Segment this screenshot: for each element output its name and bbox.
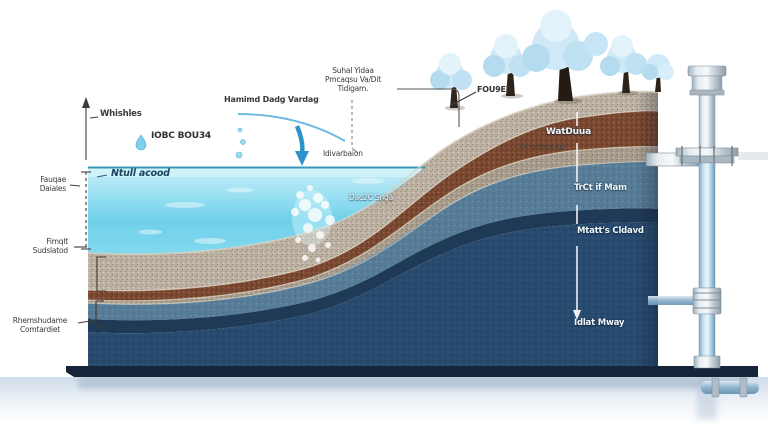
vegetation-label: FOU9ER	[477, 85, 512, 94]
recharge-code-label: IOBC BOU34	[151, 131, 211, 141]
layer-navy-label: Mtatt's Cldavd	[577, 226, 644, 236]
well-upper-pipe	[698, 94, 716, 149]
pipe-clamp	[711, 377, 720, 398]
coupling-rings	[693, 292, 721, 309]
well-lower-pipe	[698, 313, 716, 359]
well-mid-pipe	[698, 162, 716, 289]
seam-line	[87, 110, 659, 292]
water-ripples	[138, 178, 384, 244]
leader-dash	[351, 147, 359, 154]
annotation-lines	[69, 88, 477, 328]
seam-line	[87, 161, 659, 305]
layer-navy-dark-edge	[88, 208, 658, 334]
well-flange-lower	[679, 155, 735, 164]
depth-upper-label: Fauqae Daiales	[8, 175, 66, 193]
infiltration-label: Idivarbaion	[323, 149, 363, 158]
tree	[430, 53, 472, 111]
scale-arrow-head	[82, 97, 90, 108]
leader-dash	[89, 116, 99, 119]
well-flange-upper	[675, 147, 739, 157]
depth-upper-line2: Daiales	[39, 184, 66, 193]
layer-surface-gravel	[88, 91, 658, 291]
leader-dash	[96, 174, 108, 178]
leader-arrow-head	[89, 318, 94, 324]
flow-arrow	[237, 113, 346, 166]
layer-gravel-seam	[88, 146, 658, 305]
water-drop-icon	[135, 134, 147, 151]
surface-callout-line2: Pmcaqsu Va/Dit	[324, 75, 382, 84]
measure-arrow-head	[573, 310, 581, 320]
trees	[430, 10, 674, 111]
right-measure-line	[573, 112, 581, 320]
layer-slate	[88, 161, 658, 321]
depth-upper-line1: Fauqae	[40, 175, 66, 184]
bracket-upper	[96, 256, 106, 292]
floor-reflection	[0, 377, 768, 432]
well-base-collar	[693, 355, 721, 369]
well-mid-left-pipe	[648, 296, 699, 305]
leader-dash	[69, 184, 81, 187]
vegetation-leader	[449, 91, 477, 107]
flow-arrow-shaft	[294, 125, 305, 154]
layer-topsoil	[88, 110, 658, 301]
well-cap-top	[687, 65, 727, 77]
water-surface-label: Ntull acood	[111, 168, 170, 179]
flow-arrow-head	[295, 151, 309, 166]
callout-leader	[397, 88, 460, 127]
layer-slate-label: TrCt if Mam	[574, 183, 627, 193]
scale-top-label: Whishles	[100, 109, 142, 119]
depth-lower-line1: Fimqlt	[46, 237, 68, 246]
bracket-lower	[95, 300, 104, 328]
well-cap-body	[691, 75, 723, 93]
leader-dash	[77, 320, 91, 324]
depth-lower-line2: Sudslatod	[32, 246, 69, 255]
water-body-label: Dac2C Srlga	[349, 193, 393, 202]
surface-callout-line3: Tidigam.	[337, 84, 369, 93]
tree	[522, 10, 608, 104]
layer-deep-navy	[88, 222, 658, 366]
monitoring-well	[645, 65, 768, 398]
layer-deep-label: Idlat Mway	[574, 318, 625, 328]
bottom-left-label: Rhemshudame Comtardiet	[2, 316, 78, 334]
flow-swoosh	[237, 113, 346, 142]
layer-gravel-seam-label: Amp/deed lgz	[519, 143, 565, 151]
well-right-stub-pipe	[738, 152, 768, 160]
tree	[600, 35, 647, 96]
well-bottom-pipe	[701, 381, 759, 394]
depth-lower-label: Fimqlt Sudslatod	[6, 237, 69, 255]
seam-line	[87, 146, 659, 302]
bottom-left-line1: Rhemshudame	[12, 316, 68, 325]
flow-arrow-label: Hamimd Dadg Vardag	[224, 95, 319, 104]
flange-bolts	[681, 146, 733, 166]
splash-bubbles	[291, 185, 335, 263]
water-body	[87, 90, 659, 263]
terrain-top-line	[87, 90, 659, 256]
surface-callout-label: Suhal Yidaa Pmcaqsu Va/Dit Tidigam.	[312, 66, 394, 93]
bottom-left-line2: Comtardiet	[19, 325, 61, 334]
well-cap-rim	[689, 89, 725, 96]
pipe-clamp	[739, 377, 748, 398]
layer-topsoil-label: WatDuua	[546, 127, 591, 137]
well-coupling	[692, 287, 722, 315]
base-bar	[66, 366, 758, 377]
water-fill	[88, 167, 425, 255]
droplets	[235, 127, 246, 159]
water-top-light	[88, 167, 425, 177]
tree	[483, 34, 531, 99]
tree	[642, 54, 674, 92]
surface-callout-line1: Suhal Yidaa	[332, 66, 374, 75]
